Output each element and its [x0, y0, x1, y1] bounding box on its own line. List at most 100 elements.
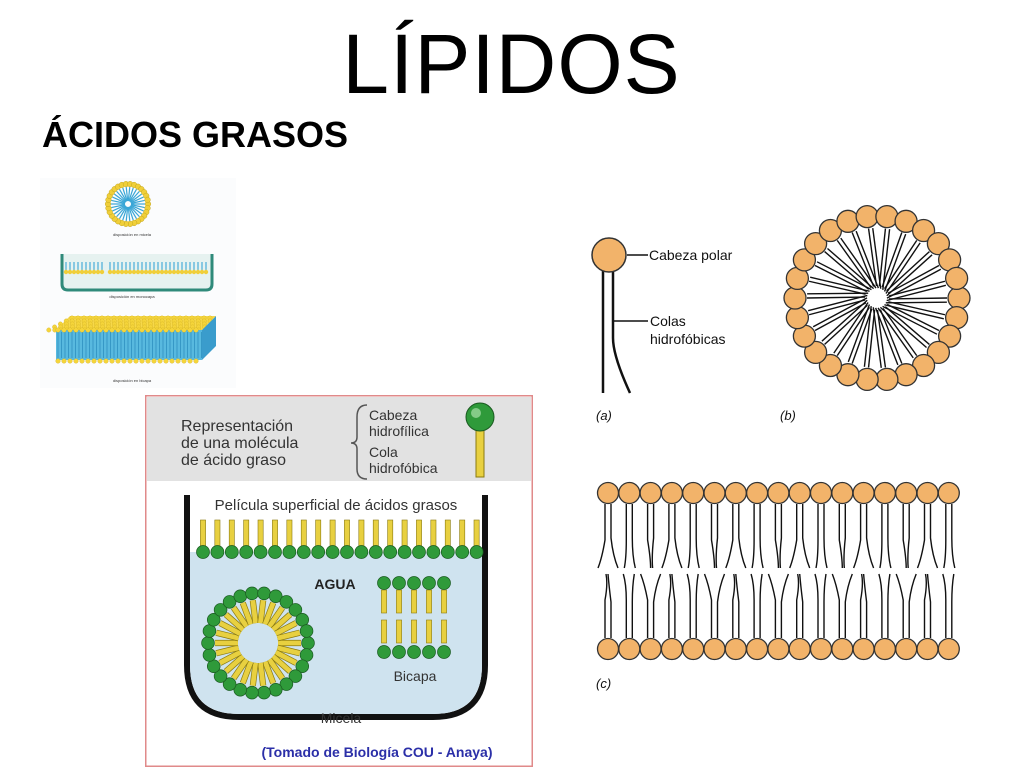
head-label-1: Cabeza: [369, 407, 417, 423]
bilayer-tail-upper: [751, 504, 755, 569]
micelle-head: [926, 231, 951, 256]
bilayer-head-bottom: [97, 358, 103, 364]
monolayer-head: [175, 269, 181, 275]
bilayer-head-bottom: [157, 358, 163, 364]
bilayer-head-front: [133, 327, 139, 333]
bilayer-head-front: [187, 327, 193, 333]
micelle-head: [288, 603, 303, 617]
bilayer-head-lower: [407, 645, 421, 659]
micelle-tail: [231, 606, 249, 628]
bilayer-head-bottom: [133, 358, 139, 364]
monolayer-head: [199, 269, 205, 275]
micelle: [201, 586, 315, 700]
micelle-head: [944, 266, 969, 291]
film-tail: [243, 519, 250, 547]
micelle-tail: [240, 660, 254, 685]
micelle-head: [911, 218, 936, 243]
tail-label-1: Cola: [369, 444, 398, 460]
bilayer-tail-lower: [923, 573, 927, 638]
micelle-head: [855, 367, 879, 392]
bilayer-tail-lower: [607, 573, 612, 638]
film-tail: [286, 519, 293, 547]
bilayer-head-front: [181, 327, 187, 333]
micelle-tail: [877, 307, 914, 359]
bilayer-tail-upper: [411, 589, 417, 614]
film-tail: [401, 519, 408, 547]
panel-label-b: (b): [780, 408, 796, 423]
bilayer-tail-upper: [646, 504, 652, 569]
bilayer-head-upper: [422, 576, 436, 590]
bilayer-head-front: [145, 327, 151, 333]
micelle-tail: [276, 630, 301, 641]
monolayer-head: [111, 269, 117, 275]
bilayer-tail-upper: [759, 504, 764, 569]
micelle-tail: [130, 204, 145, 209]
micelle-tail: [855, 230, 880, 289]
micelle-tail: [884, 240, 918, 290]
micelle-tail: [874, 307, 899, 366]
bilayer-head-upper: [937, 481, 960, 505]
bilayer-tail-lower: [631, 573, 635, 638]
micelle-tail: [840, 237, 877, 289]
bilayer-tail-upper: [823, 504, 828, 569]
micelle-tail: [876, 309, 887, 368]
bilayer-head-lower: [596, 637, 620, 661]
bilayer-tail-lower: [799, 573, 804, 638]
bilayer-tail-upper: [661, 504, 670, 569]
monolayer-head: [71, 269, 77, 275]
small-monolayer: [63, 262, 209, 275]
bilayer-tail-lower: [732, 573, 736, 638]
slide-title: LÍPIDOS: [342, 17, 681, 111]
bilayer-head-lower: [831, 637, 854, 661]
bilayer-head-front: [151, 327, 157, 333]
bilayer-head-upper: [703, 481, 726, 505]
representation-label-3: de ácido graso: [181, 452, 286, 469]
micelle-head: [257, 586, 271, 601]
micelle-tail: [814, 302, 867, 332]
micelle-tail: [224, 654, 245, 674]
film-head: [383, 545, 398, 559]
bilayer-tail-upper: [887, 504, 892, 569]
bilayer-head-bottom: [121, 358, 127, 364]
bilayer-tail-lower: [441, 619, 447, 644]
micelle-head: [222, 595, 237, 609]
monolayer-head: [99, 269, 105, 275]
bilayer-tail-lower: [887, 573, 891, 638]
monolayer-head: [95, 269, 101, 275]
micelle-tail: [810, 276, 870, 292]
bilayer-tail-lower: [703, 573, 713, 638]
bilayer-head-front: [79, 327, 85, 333]
monolayer-head: [179, 269, 185, 275]
film-head: [340, 545, 354, 559]
micelle-tail: [127, 187, 131, 202]
micelle-head: [875, 204, 899, 229]
monolayer-head: [159, 269, 165, 275]
micelle-head: [295, 659, 310, 673]
film-head: [239, 545, 254, 559]
micelle-tail: [122, 206, 128, 221]
bilayer-tail-upper: [916, 504, 926, 569]
micelle-tail: [262, 660, 276, 685]
bilayer-head-front: [163, 327, 169, 333]
bilayer-tail-upper: [695, 504, 700, 569]
micelle-head: [836, 209, 860, 233]
bilayer-head-bottom: [169, 358, 175, 364]
micelle-tail: [867, 228, 878, 287]
micelle-tail: [130, 196, 144, 204]
bilayer-tail-upper: [843, 504, 846, 569]
micelle-tail: [814, 264, 868, 293]
micelle-head: [299, 648, 314, 662]
bilayer-tail-upper: [815, 504, 819, 569]
micelle-head: [803, 340, 828, 365]
monolayer-head: [135, 269, 141, 275]
bilayer-head-front: [109, 327, 115, 333]
micelle-tail: [863, 306, 872, 367]
micelle-tail: [129, 190, 140, 203]
caption-monolayer: disposición en monocapa: [109, 294, 155, 299]
film-tail: [272, 519, 278, 547]
micelle-head: [233, 589, 248, 603]
bilayer-head-upper: [809, 481, 833, 505]
micelle-tail: [274, 650, 298, 666]
film-head: [268, 545, 282, 559]
bilayer-head-lower: [703, 637, 726, 661]
